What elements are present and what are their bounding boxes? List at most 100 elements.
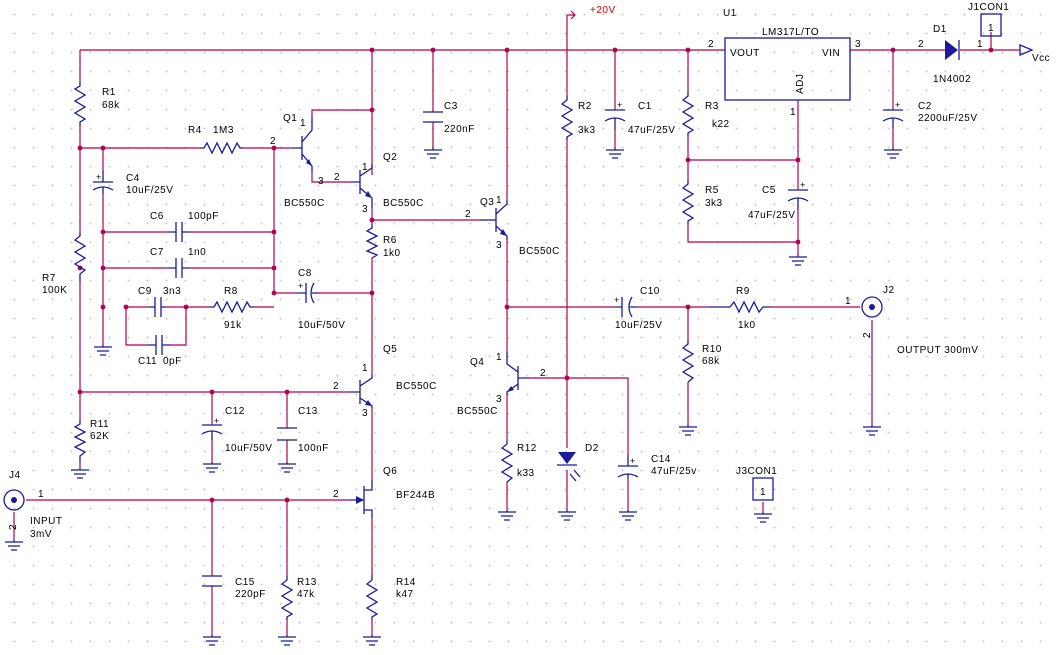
j2-ref: J2 [883, 285, 895, 296]
q4-pin2: 2 [540, 368, 546, 379]
r13-body [280, 576, 294, 620]
c8-value: 10uF/50V [298, 320, 345, 331]
q2-pin1: 1 [362, 162, 368, 173]
j4-pin1: 1 [38, 489, 44, 500]
d1-ref: D1 [933, 24, 947, 35]
r6-value: 1k0 [383, 248, 401, 259]
misc-parts [3, 10, 1034, 511]
c2-ref: C2 [918, 101, 932, 112]
c14-value: 47uF/25v [651, 466, 697, 477]
svg-text:+: + [800, 180, 805, 190]
r11-body [73, 420, 87, 462]
c13-value: 100nF [298, 443, 329, 454]
c11-ref: C11 [138, 356, 157, 367]
q5-pin2: 2 [333, 381, 339, 392]
q3-pin3: 3 [496, 240, 502, 251]
r1-ref: R1 [102, 87, 116, 98]
j2-pin2: 2 [862, 332, 873, 338]
q6-ref: Q6 [383, 466, 397, 477]
j2-note: OUTPUT 300mV [897, 345, 978, 356]
u1-value: LM317L/TO [762, 27, 819, 38]
q3-value: BC550C [519, 246, 560, 257]
c5-value: 47uF/25V [748, 210, 795, 221]
q2-pin2: 2 [334, 172, 340, 183]
q3-pin1: 1 [496, 195, 502, 206]
c15-value: 220pF [235, 589, 266, 600]
q4-pin1: 1 [496, 352, 502, 363]
r3-ref: R3 [705, 101, 719, 112]
r9-ref: R9 [736, 286, 750, 297]
r11-ref: R11 [90, 419, 109, 430]
u1-pin-in: 3 [855, 39, 861, 50]
q2-value: BC550C [383, 198, 424, 209]
svg-text:+: + [298, 281, 303, 291]
d1-value: 1N4002 [933, 74, 971, 85]
r2-ref: R2 [578, 101, 592, 112]
d1-pin-a: 2 [918, 39, 924, 50]
r10-value: 68k [702, 356, 720, 367]
r12-ref: R12 [517, 443, 537, 454]
r14-ref: R14 [396, 577, 416, 588]
j1-pin: 1 [988, 23, 994, 34]
c15-ref: C15 [235, 577, 255, 588]
svg-text:+: + [895, 100, 900, 110]
junctions [77, 47, 994, 503]
transistors [292, 118, 530, 518]
q1-pin3: 3 [318, 176, 324, 187]
r8-value: 91k [224, 320, 242, 331]
c7-ref: C7 [150, 247, 164, 258]
j3-pin: 1 [760, 487, 766, 498]
c1-ref: C1 [638, 101, 652, 112]
d2-ref: D2 [585, 443, 599, 454]
resistors [73, 82, 770, 620]
q5-ref: Q5 [383, 344, 397, 355]
r14-body [365, 575, 379, 620]
r12-body [500, 440, 514, 483]
u1-adj: ADJ [795, 74, 806, 94]
r5-ref: R5 [705, 185, 719, 196]
j4-ref: J4 [9, 470, 21, 481]
q1-pin1: 1 [300, 118, 306, 129]
q1-base-pin: 2 [270, 136, 276, 147]
r4-body [200, 141, 242, 155]
r13-value: 47k [297, 589, 315, 600]
q4-value: BC550C [457, 406, 498, 417]
svg-text:+: + [617, 100, 622, 110]
q2-ref: Q2 [383, 152, 397, 163]
c5-ref: C5 [762, 185, 776, 196]
q4-ref: Q4 [470, 357, 484, 368]
q5-pin3: 3 [362, 408, 368, 419]
c4-value: 10uF/25V [126, 185, 173, 196]
r2-body [560, 96, 574, 140]
r1-body [73, 82, 87, 126]
q2-pin3: 3 [362, 204, 368, 215]
r10-ref: R10 [702, 344, 722, 355]
j1-ref: J1CON1 [968, 2, 1009, 13]
c9-value: 3n3 [163, 286, 181, 297]
q1-ref: Q1 [283, 113, 297, 124]
c12-ref: C12 [225, 406, 245, 417]
c6-value: 100pF [188, 211, 219, 222]
j4-note: INPUT [30, 516, 63, 527]
c8-ref: C8 [298, 268, 312, 279]
r6-body [365, 224, 379, 259]
q5-value: BC550C [396, 381, 437, 392]
c12-value: 10uF/50V [225, 443, 272, 454]
svg-text:+: + [614, 295, 619, 305]
j2-pin1: 1 [845, 296, 851, 307]
q3-ref: Q3 [480, 197, 494, 208]
capacitors: + + + + + + + + [92, 100, 904, 587]
q3-pin2: 2 [465, 209, 471, 220]
c3-ref: C3 [444, 101, 458, 112]
c11-value: 0pF [163, 356, 182, 367]
c7-value: 1n0 [188, 247, 206, 258]
wires [13, 15, 1020, 635]
q4-pin3: 3 [496, 394, 502, 405]
r4-value: 1M3 [213, 125, 234, 136]
u1-vout: VOUT [730, 48, 760, 59]
c1-value: 47uF/25V [628, 125, 675, 136]
j3-ref: J3CON1 [736, 466, 777, 477]
r7-body [73, 232, 87, 282]
c3-value: 220nF [444, 124, 475, 135]
